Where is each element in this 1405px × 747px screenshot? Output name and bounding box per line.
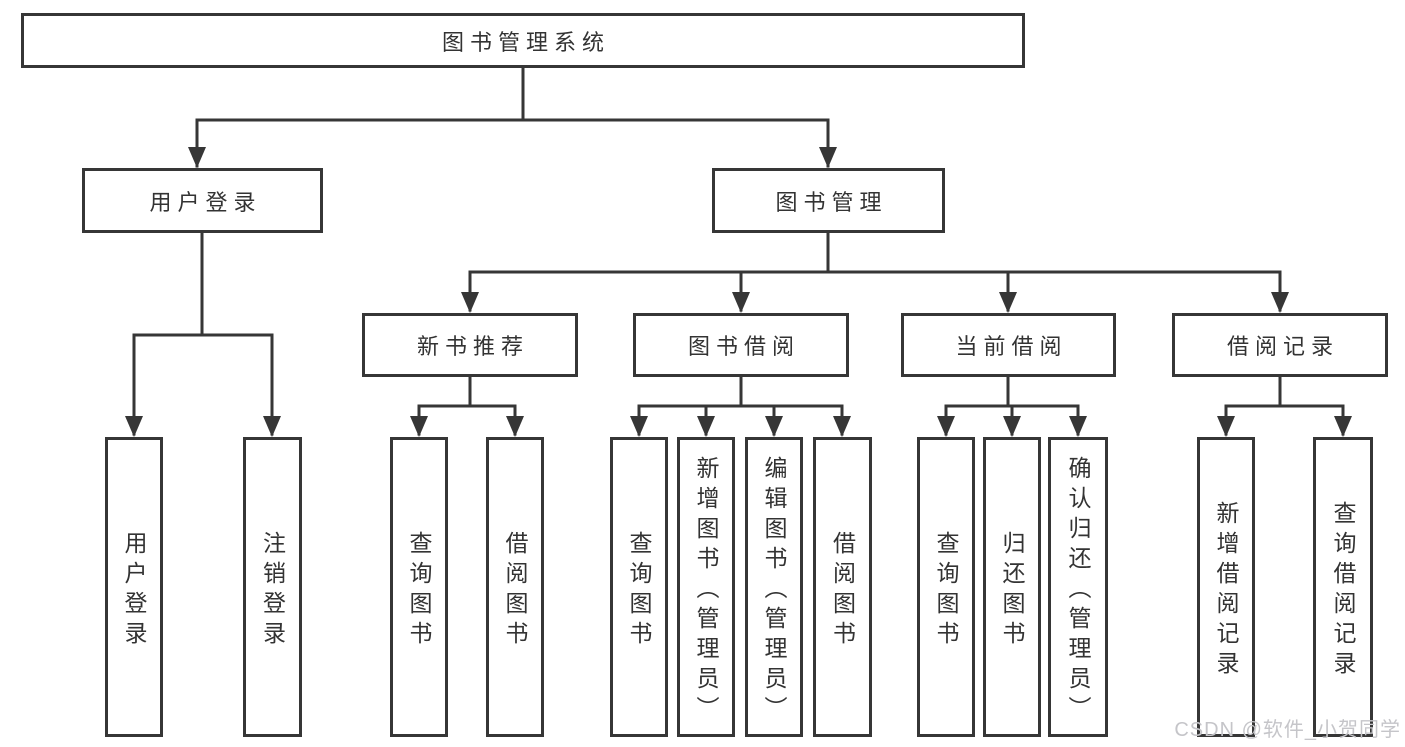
leaf-cb-return-books-label: 归还图书	[999, 530, 1025, 651]
leaf-cb-query-books: 查询图书	[917, 437, 975, 737]
arrowheads-level3	[461, 292, 1289, 313]
leaf-logout-label: 注销登录	[259, 530, 286, 651]
leaf-bb-edit-books: 编辑图书（管理员）	[745, 437, 803, 737]
leaf-nb-query-books-label: 查询图书	[406, 530, 432, 651]
leaf-bb-edit-books-label: 编辑图书（管理员）	[761, 455, 787, 726]
node-book-management-label: 图书管理	[775, 189, 888, 215]
leaf-nb-query-books: 查询图书	[390, 437, 448, 737]
arrowheads-borrow-records	[1217, 416, 1352, 437]
node-new-book-recommend-label: 新书推荐	[416, 334, 529, 359]
leaf-br-add-record-label: 新增借阅记录	[1213, 500, 1239, 681]
leaf-bb-query-books-label: 查询图书	[626, 530, 652, 651]
leaf-br-query-record-label: 查询借阅记录	[1330, 500, 1356, 681]
node-user-login: 用户登录	[82, 168, 323, 233]
leaf-nb-borrow-books: 借阅图书	[486, 437, 544, 737]
leaf-cb-return-books: 归还图书	[983, 437, 1041, 737]
leaf-cb-query-books-label: 查询图书	[933, 530, 959, 651]
leaf-bb-borrow-books-label: 借阅图书	[829, 530, 856, 651]
node-borrow-records-label: 借阅记录	[1226, 334, 1339, 359]
connector-book-borrow	[637, 375, 844, 436]
node-borrow-records: 借阅记录	[1172, 313, 1388, 377]
node-user-login-label: 用户登录	[149, 189, 262, 215]
node-new-book-recommend: 新书推荐	[362, 313, 578, 377]
leaf-br-add-record: 新增借阅记录	[1197, 437, 1255, 737]
leaf-bb-add-books: 新增图书（管理员）	[677, 437, 735, 737]
connector-root-to-level2	[195, 66, 830, 168]
arrowheads-current-borrow	[937, 416, 1087, 437]
connector-book-mgmt	[468, 231, 1282, 312]
node-current-borrowing-label: 当前借阅	[955, 334, 1068, 359]
arrowheads-level2	[188, 147, 837, 168]
node-library-system: 图书管理系统	[21, 13, 1025, 68]
leaf-user-login-label: 用户登录	[121, 530, 147, 651]
leaf-cb-confirm-return-label: 确认归还（管理员）	[1065, 455, 1091, 726]
leaf-bb-borrow-books: 借阅图书	[813, 437, 872, 737]
connector-user-login	[132, 231, 274, 436]
arrowheads-user-login	[125, 416, 281, 437]
leaf-br-query-record: 查询借阅记录	[1313, 437, 1373, 737]
leaf-bb-add-books-label: 新增图书（管理员）	[693, 455, 719, 726]
node-book-management: 图书管理	[712, 168, 945, 233]
leaf-bb-query-books: 查询图书	[610, 437, 668, 737]
node-library-system-label: 图书管理系统	[441, 29, 610, 55]
node-book-borrowing: 图书借阅	[633, 313, 849, 377]
connector-borrow-records	[1224, 375, 1345, 436]
connector-new-book-rec	[417, 375, 517, 436]
leaf-cb-confirm-return: 确认归还（管理员）	[1048, 437, 1108, 737]
node-current-borrowing: 当前借阅	[901, 313, 1116, 377]
csdn-watermark: CSDN @软件_小贺同学	[1174, 719, 1401, 741]
arrowheads-book-borrow	[630, 416, 851, 437]
leaf-nb-borrow-books-label: 借阅图书	[502, 530, 528, 651]
leaf-user-login: 用户登录	[105, 437, 163, 737]
node-book-borrowing-label: 图书借阅	[687, 334, 800, 359]
arrowheads-new-book-rec	[410, 416, 524, 437]
leaf-logout: 注销登录	[243, 437, 302, 737]
